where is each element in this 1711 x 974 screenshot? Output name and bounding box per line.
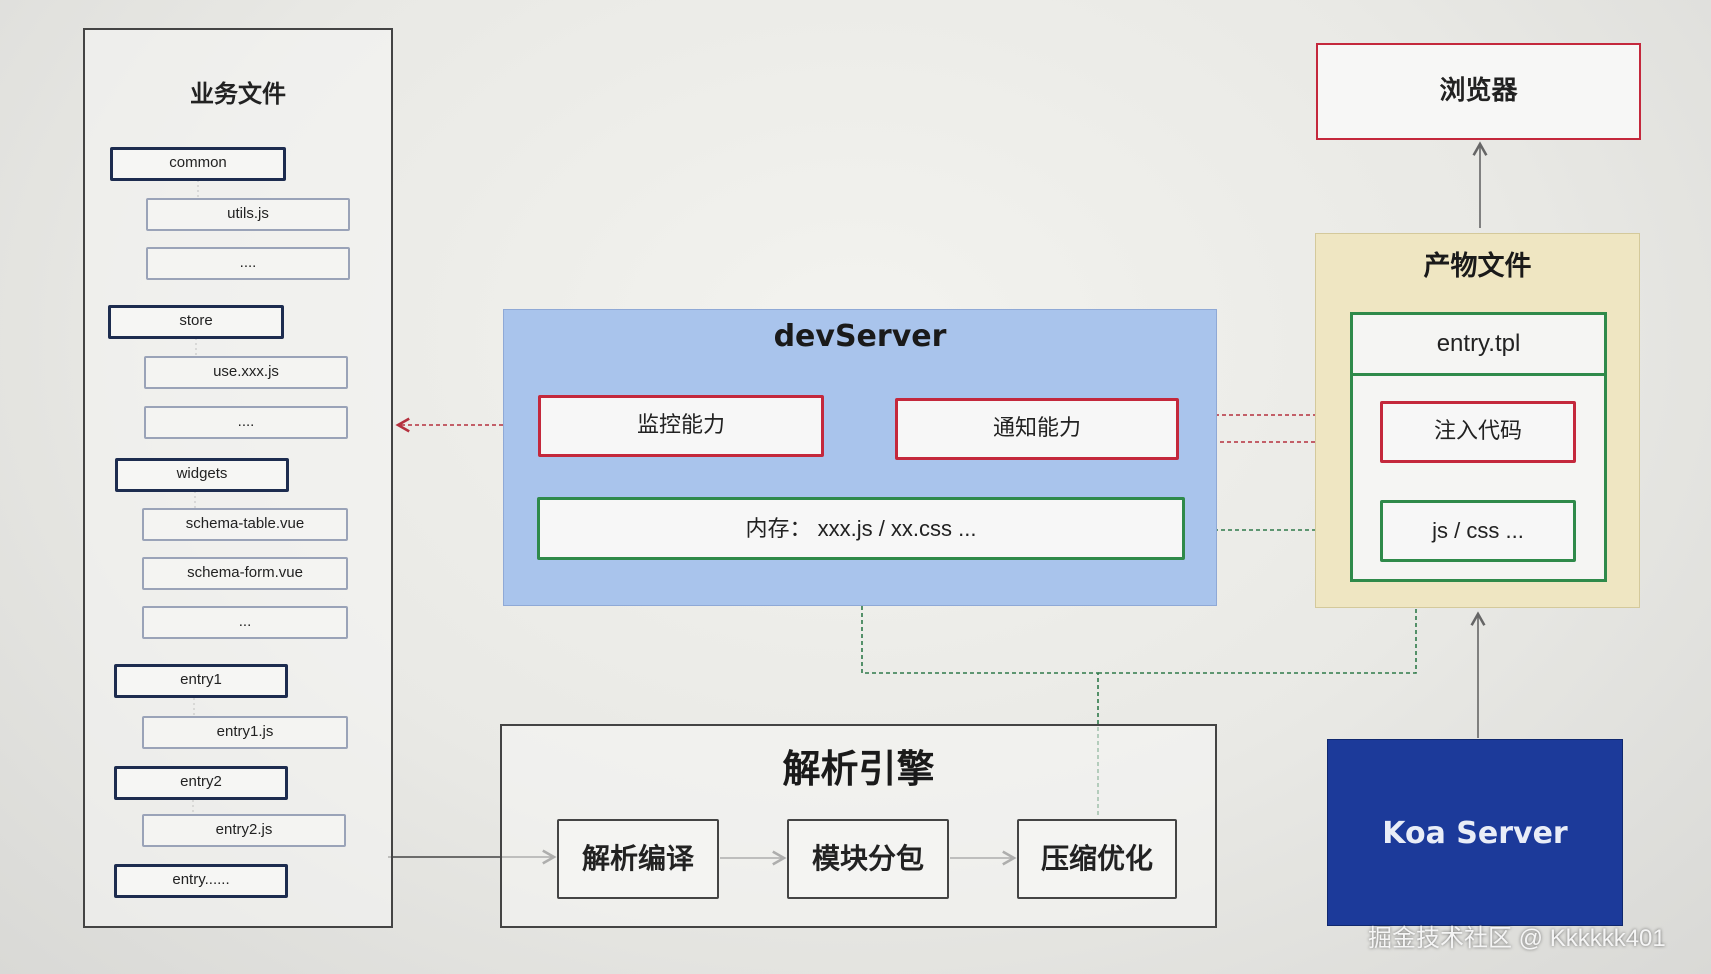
business-files-title: 业务文件 (190, 80, 286, 108)
folder-entry2[interactable]: entry2 (114, 766, 288, 800)
arrow-compress-to-output (1098, 583, 1424, 674)
browser-box[interactable]: 浏览器 (1316, 43, 1641, 140)
watermark: 掘金技术社区 @ Kkkkkk401 (1368, 925, 1666, 952)
file-use-xxx-js[interactable]: use.xxx.js (144, 356, 348, 389)
folder-entry1[interactable]: entry1 (114, 664, 288, 698)
memory-box[interactable]: 内存： xxx.js / xx.css ... (537, 497, 1185, 560)
js-css-box[interactable]: js / css ... (1380, 500, 1576, 562)
dev-server-title: devServer (773, 319, 947, 354)
file-utils-js[interactable]: utils.js (146, 198, 350, 231)
file-common-more[interactable]: .... (146, 247, 350, 280)
file-store-more[interactable]: .... (144, 406, 348, 439)
file-entry1-js[interactable]: entry1.js (142, 716, 348, 749)
stage-compress-optimize[interactable]: 压缩优化 (1017, 819, 1177, 899)
entry-tpl-label: entry.tpl (1353, 315, 1604, 376)
notify-box[interactable]: 通知能力 (895, 398, 1179, 460)
monitor-box[interactable]: 监控能力 (538, 395, 824, 457)
folder-common[interactable]: common (110, 147, 286, 181)
engine-title: 解析引擎 (782, 747, 935, 791)
file-schema-table-vue[interactable]: schema-table.vue (142, 508, 348, 541)
file-widgets-more[interactable]: ... (142, 606, 348, 639)
inject-code-box[interactable]: 注入代码 (1380, 401, 1576, 463)
folder-entry-more[interactable]: entry...... (114, 864, 288, 898)
stage-module-split[interactable]: 模块分包 (787, 819, 949, 899)
folder-widgets[interactable]: widgets (115, 458, 289, 492)
folder-store[interactable]: store (108, 305, 284, 339)
koa-server-box[interactable]: Koa Server (1327, 739, 1623, 926)
output-files-title: 产物文件 (1423, 251, 1532, 282)
file-entry2-js[interactable]: entry2.js (142, 814, 346, 847)
stage-parse-compile[interactable]: 解析编译 (557, 819, 719, 899)
file-schema-form-vue[interactable]: schema-form.vue (142, 557, 348, 590)
